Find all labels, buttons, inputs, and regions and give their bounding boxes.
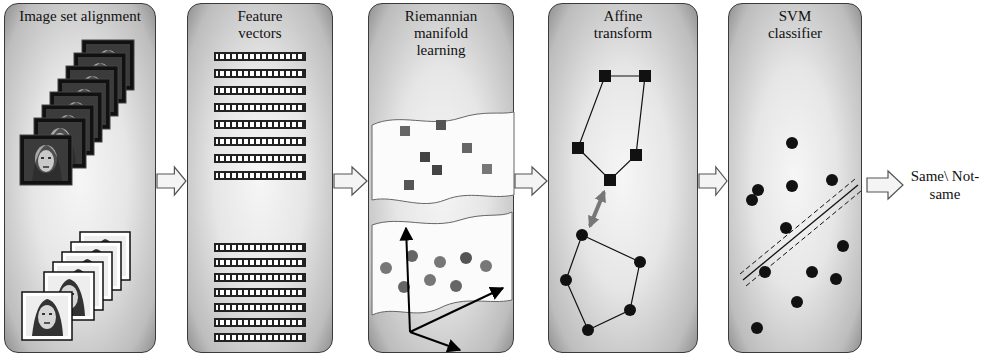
- block-arrow: [334, 167, 367, 195]
- manifold-sheet: [372, 212, 512, 315]
- point-polygon: [560, 229, 646, 336]
- panel-heading: Image set alignment: [10, 8, 150, 25]
- block-arrow: [157, 167, 186, 195]
- output-arrow: [867, 171, 903, 199]
- image-stack: [22, 232, 130, 340]
- panel-heading: Feature vectors: [220, 8, 300, 42]
- manifold-sheet: [372, 112, 514, 204]
- panel-box: SVM classifier: [728, 3, 862, 353]
- block-arrow: [515, 167, 547, 195]
- panel-box: Affine transform: [548, 3, 698, 353]
- panel-heading: Affine transform: [583, 8, 663, 42]
- transform-arrow: [590, 192, 604, 226]
- block-arrow: [699, 167, 727, 195]
- panel-box: Feature vectors: [187, 3, 333, 353]
- panel-box: Riemannian manifold learning: [368, 3, 514, 353]
- panel-heading: SVM classifier: [755, 8, 835, 42]
- output-label: Same\ Not-same: [904, 167, 986, 203]
- point-polygon: [572, 70, 651, 186]
- panel-box: Image set alignment: [4, 3, 156, 353]
- svm-plot: [740, 137, 861, 334]
- feature-rows: [214, 52, 306, 342]
- axes: [406, 228, 503, 350]
- image-stack: [20, 40, 134, 185]
- panel-heading: Riemannian manifold learning: [393, 8, 489, 58]
